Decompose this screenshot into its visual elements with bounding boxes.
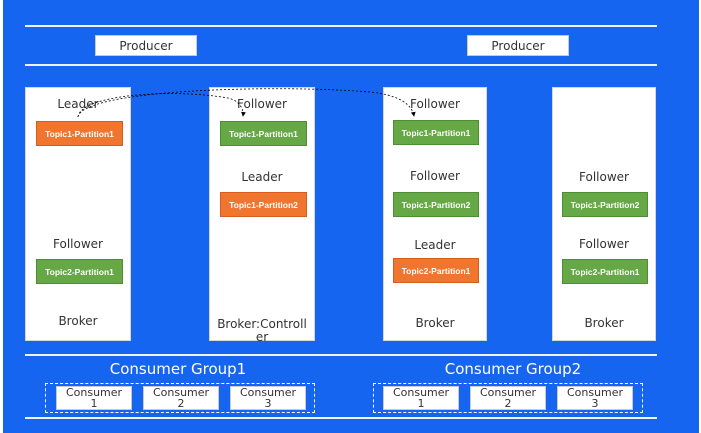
broker-4-partition-2: Topic2-Partition1: [562, 259, 648, 284]
consumer-group-2-box: [373, 383, 643, 413]
broker-1-name: Broker: [58, 314, 98, 328]
broker-2-partition-2: Topic1-Partition2: [220, 192, 307, 217]
consumer-label: Consumer: [566, 386, 624, 399]
broker-3-role-2: Follower: [410, 169, 460, 183]
consumer-label: Consumer: [152, 386, 210, 399]
broker-2-role-1: Follower: [237, 97, 287, 111]
diagram-canvas: Producer Producer Leader Topic1-Partitio…: [3, 0, 699, 433]
group-2-consumer-1: Consumer 1: [383, 386, 459, 410]
broker-4-role-2: Follower: [579, 237, 629, 251]
broker-3-role-1: Follower: [410, 97, 460, 111]
consumer-group-1-title: Consumer Group1: [109, 360, 247, 378]
consumer-number: 1: [90, 397, 98, 410]
top-divider: [25, 25, 657, 27]
broker-1: Leader Topic1-Partition1 Follower Topic2…: [25, 87, 131, 341]
group-1-consumer-3: Consumer 3: [230, 386, 306, 410]
consumer-number: 3: [591, 397, 599, 410]
broker-1-role-1: Leader: [57, 97, 99, 111]
bottom-divider: [25, 417, 657, 419]
consumer-group-2-title: Consumer Group2: [444, 360, 582, 378]
consumer-label: Consumer: [239, 386, 297, 399]
consumer-group-1-box: [45, 383, 315, 413]
consumer-label: Consumer: [479, 386, 537, 399]
broker-3-name: Broker: [415, 316, 455, 330]
consumer-label: Consumer: [392, 386, 450, 399]
consumer-number: 1: [417, 397, 425, 410]
broker-3-partition-1: Topic1-Partition1: [393, 120, 479, 145]
broker-3-role-3: Leader: [414, 238, 456, 252]
producer-box-1: Producer: [95, 35, 197, 56]
broker-4-role-1: Follower: [579, 170, 629, 184]
consumer-label: Consumer: [65, 386, 123, 399]
broker-2-name-line-2: er: [255, 330, 269, 344]
consumer-number: 3: [264, 397, 272, 410]
broker-3-partition-2: Topic1-Partition2: [393, 192, 479, 217]
consumer-number: 2: [504, 397, 512, 410]
broker-3-partition-3: Topic2-Partition1: [393, 258, 479, 283]
producer-divider: [25, 64, 657, 66]
broker-2: Follower Topic1-Partition1 Leader Topic1…: [209, 87, 315, 344]
group-1-consumer-1: Consumer 1: [56, 386, 132, 410]
broker-4-name: Broker: [584, 316, 624, 330]
broker-4: Follower Topic1-Partition2 Follower Topi…: [552, 87, 656, 341]
consumer-divider: [25, 354, 657, 356]
consumer-number: 2: [177, 397, 185, 410]
group-1-consumer-2: Consumer 2: [143, 386, 219, 410]
broker-4-partition-1: Topic1-Partition2: [562, 192, 648, 217]
broker-1-partition-1: Topic1-Partition1: [36, 121, 123, 146]
broker-2-name-line-1: Broker:Controll: [217, 317, 307, 331]
group-2-consumer-2: Consumer 2: [470, 386, 546, 410]
broker-2-partition-1: Topic1-Partition1: [220, 121, 307, 146]
broker-2-role-2: Leader: [241, 170, 283, 184]
group-2-consumer-3: Consumer 3: [557, 386, 633, 410]
broker-3: Follower Topic1-Partition1 Follower Topi…: [383, 87, 487, 341]
broker-1-role-2: Follower: [53, 237, 103, 251]
producer-box-2: Producer: [467, 35, 569, 56]
broker-1-partition-2: Topic2-Partition1: [36, 259, 123, 284]
